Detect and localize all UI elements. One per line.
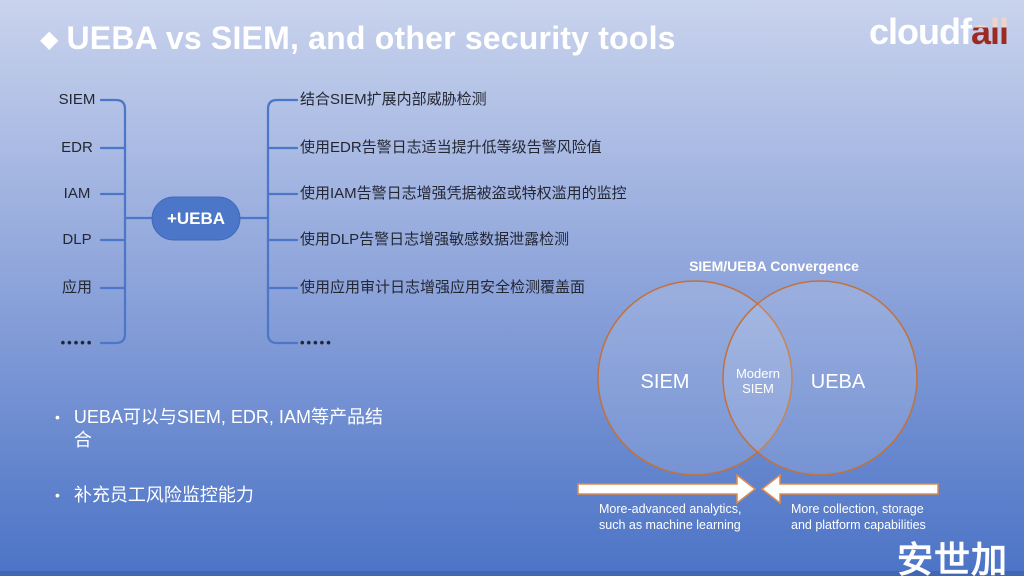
mindmap-right-line-1: 结合SIEM扩展内部威胁检测	[300, 91, 487, 108]
mindmap-left-label-dlp: DLP	[62, 231, 92, 248]
bullet-icon: •	[55, 487, 60, 503]
logo-text-red: all	[970, 11, 1009, 52]
list-item: • UEBA可以与SIEM, EDR, IAM等产品结合	[55, 406, 386, 452]
mindmap-right-line-ellipsis: •••••	[300, 335, 333, 350]
left-bracket-stubs	[99, 146, 127, 290]
left-pointing-arrow-icon	[760, 473, 939, 505]
cloudfall-logo: cloudfall	[868, 8, 1009, 56]
ueba-pill-shape	[151, 196, 241, 241]
venn-left-circle	[597, 280, 793, 476]
left-bracket-line	[99, 98, 127, 345]
mindmap-left-label-iam: IAM	[63, 185, 91, 202]
mindmap-right-line-4: 使用DLP告警日志增强敏感数据泄露检测	[300, 231, 570, 248]
bullet-text: 补充员工风险监控能力	[73, 485, 254, 505]
mindmap-right-line-5: 使用应用审计日志增强应用安全检测覆盖面	[300, 279, 586, 296]
right-bracket-line	[266, 98, 299, 345]
anshijia-logo: 安世加	[896, 539, 1008, 576]
list-item: • 补充员工风险监控能力	[55, 484, 386, 507]
slide-header: ◆ UEBA vs SIEM, and other security tools	[40, 20, 676, 57]
venn-right-circle	[722, 280, 918, 476]
venn-title: SIEM/UEBA Convergence	[689, 258, 859, 274]
mindmap-left-label-edr: EDR	[61, 139, 93, 156]
venn-siem-label: SIEM	[640, 371, 690, 393]
bullet-list: • UEBA可以与SIEM, EDR, IAM等产品结合 • 补充员工风险监控能…	[55, 406, 386, 507]
right-pointing-arrow-icon	[577, 473, 757, 505]
venn-overlap-label: Modern SIEM	[735, 366, 781, 396]
venn-ueba-label: UEBA	[810, 371, 866, 393]
mindmap-left-label-siem: SIEM	[58, 91, 96, 108]
bullet-text: UEBA可以与SIEM, EDR, IAM等产品结合	[73, 407, 383, 450]
mindmap-left-label-ellipsis: •••••	[60, 335, 94, 350]
page-title: UEBA vs SIEM, and other security tools	[66, 20, 676, 56]
mindmap-right-line-3: 使用IAM告警日志增强凭据被盗或特权滥用的监控	[300, 185, 627, 202]
logo-text-white: cloudf	[868, 11, 972, 52]
bottom-edge-strip	[0, 571, 1024, 576]
right-arrow-caption: More collection, storage and platform ca…	[791, 502, 926, 532]
bullet-icon: •	[55, 409, 60, 425]
mindmap-right-line-2: 使用EDR告警日志适当提升低等级告警风险值	[300, 139, 602, 156]
mindmap-left-label-app: 应用	[61, 279, 92, 296]
left-arrow-caption: More-advanced analytics, such as machine…	[599, 502, 742, 532]
right-bracket-stubs	[266, 146, 299, 290]
ueba-pill-label: +UEBA	[166, 208, 226, 228]
diamond-icon: ◆	[40, 25, 59, 53]
